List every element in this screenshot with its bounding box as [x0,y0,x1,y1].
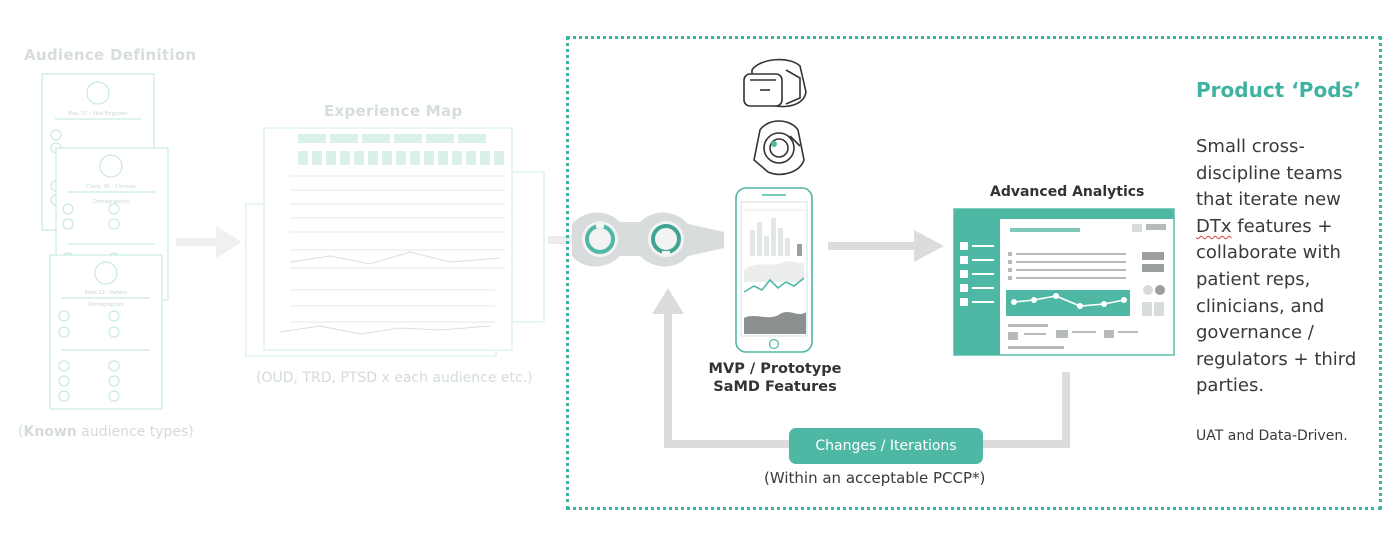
caption-rest: audience types) [76,424,194,440]
experience-map-journey-line [279,251,501,335]
experience-map-title: Experience Map [324,102,463,120]
faded-arrow-1 [176,226,242,258]
caption-known-word: Known [23,424,77,440]
product-pods-boundary [566,36,1382,510]
changes-iterations-button[interactable]: Changes / Iterations [789,428,983,464]
experience-map-rows [290,175,505,323]
persona-card-2-name: Claire, 45 - Clinician [86,184,136,190]
persona-card-3-section1: Demographics [88,302,125,308]
mvp-label-line2: SaMD Features [713,379,837,395]
known-audience-caption: (Known audience types) [18,424,194,440]
pods-desc-line-rest: features + [1237,215,1333,237]
uat-data-driven-note: UAT and Data-Driven. [1196,428,1348,444]
pods-desc-line: clinicians, and [1196,295,1325,317]
caption-open-paren: ( [18,424,24,440]
smartwatch-icon [753,120,805,176]
dashboard-icon [953,208,1175,356]
product-pods-description: Small cross- discipline teams that itera… [1196,134,1376,400]
pods-desc-line: discipline teams [1196,162,1343,184]
feedback-loop-arrow [652,288,1070,448]
persona-card-3 [49,254,163,410]
pccp-caption: (Within an acceptable PCCP*) [764,469,986,487]
smartphone-icon [735,187,813,353]
mvp-label-line1: MVP / Prototype [708,361,842,377]
experience-map-caption: (OUD, TRD, PTSD x each audience etc.) [256,370,533,386]
advanced-analytics-title: Advanced Analytics [990,184,1145,200]
pods-desc-line-dtx: DTx features + [1196,214,1376,241]
persona-card-2-section1: Demographics [93,199,130,205]
pods-desc-line: parties. [1196,375,1265,397]
pods-desc-line: Small cross- [1196,136,1305,157]
vr-headset-icon [743,58,807,108]
pods-desc-line: regulators + third [1196,348,1357,370]
mvp-prototype-label: MVP / Prototype SaMD Features [700,360,850,396]
audience-definition-title: Audience Definition [24,46,197,64]
arrow-to-analytics [828,230,944,262]
persona-card-3-name: Mark 22 - Patient [85,290,128,296]
glasses-icon [572,212,724,267]
pods-desc-line: that iterate new [1196,189,1341,211]
product-pods-title: Product ‘Pods’ [1196,78,1362,102]
dtx-word: DTx [1196,215,1232,237]
experience-map-content [298,134,504,165]
pods-desc-line: collaborate with [1196,242,1341,264]
pods-desc-line: governance / [1196,322,1314,344]
pods-desc-line: patient reps, [1196,268,1311,290]
persona-card-1-name: Ray, 37 - Vital Engineer [69,111,129,117]
faded-arrow-2 [548,236,578,244]
